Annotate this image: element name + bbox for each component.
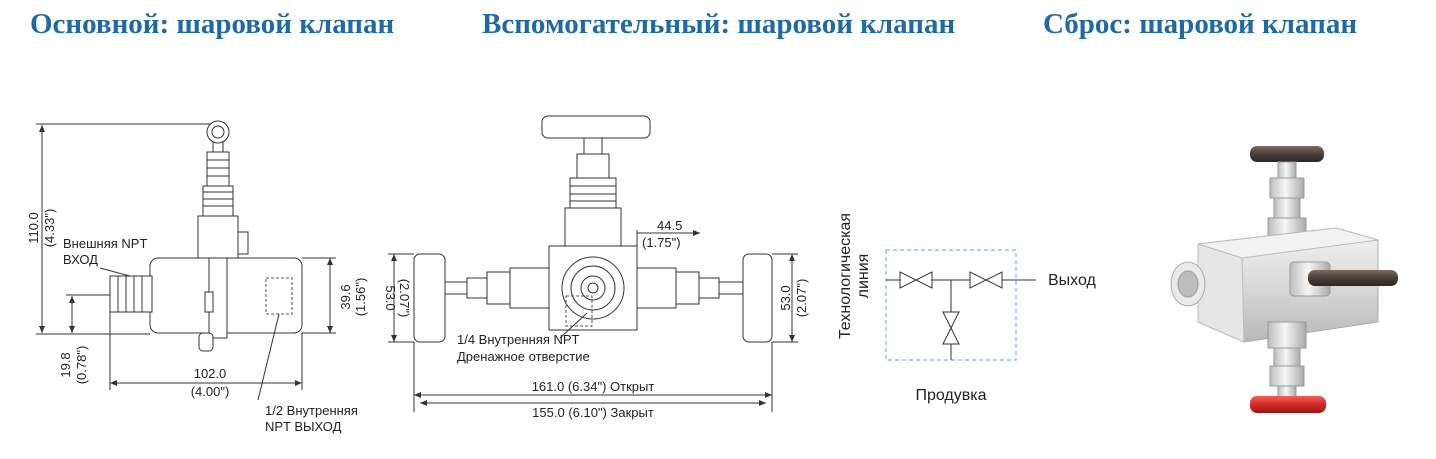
dim-right-in: (2.07") [794, 279, 809, 318]
t-handle-left [413, 253, 446, 343]
packing-nut [202, 185, 234, 217]
process-line-label1: Технологическая [837, 213, 854, 339]
title-auxiliary: Вспомогательный: шаровой клапан [482, 8, 956, 40]
dim-open: 161.0 (6.34") Открыт [532, 379, 655, 394]
dim-left-in: (2.07") [397, 279, 412, 318]
valve-3d-illustration [1170, 146, 1398, 413]
dim-side-in: (1.56") [353, 278, 368, 317]
dim-left-mm: 53.0 [383, 285, 398, 310]
handle-middle-dark [1308, 270, 1398, 286]
inlet-label-line1: Внешняя NPT [63, 236, 147, 251]
handle-top-dark [1250, 146, 1324, 162]
top-bonnet [564, 207, 622, 247]
dim-closed: 155.0 (6.10") Закрыт [532, 405, 654, 420]
outlet-label-line2: NPT ВЫХОД [265, 419, 342, 434]
dim-top-in: (1.75") [642, 235, 681, 250]
dim-height-mm: 110.0 [26, 212, 41, 244]
drain-label-line2: Дренажное отверстие [457, 349, 590, 364]
right-bonnet [636, 267, 677, 309]
drawing-main-valve: 110.0 (4.33") Внешняя NPT ВХОД 39.6 (1.5… [26, 120, 368, 434]
outlet-label-line1: 1/2 Внутренняя [265, 403, 358, 418]
dim-right-mm: 53.0 [778, 285, 793, 310]
dim-side-mm: 39.6 [338, 284, 353, 309]
top-nut [576, 153, 610, 179]
stem [206, 151, 230, 187]
title-main: Основной: шаровой клапан [30, 8, 395, 40]
valve-symbol-right [969, 271, 1003, 289]
drain-label-line1: 1/4 Внутренняя NPT [457, 332, 580, 347]
dim-top-mm: 44.5 [657, 218, 682, 233]
valve-symbol-left [899, 271, 933, 289]
purge-label: Продувка [915, 387, 986, 404]
bottom-knob [198, 332, 214, 352]
dim-width-in: (4.00") [191, 384, 230, 399]
bonnet [197, 215, 239, 259]
left-bonnet [509, 267, 550, 309]
dim-width-mm: 102.0 [194, 366, 227, 381]
t-handle-right [742, 253, 773, 343]
inlet-thread [109, 275, 153, 313]
handle-bottom-red [1250, 396, 1326, 413]
t-handle-top [541, 115, 651, 139]
dim-bottom-in: (0.78") [74, 346, 89, 385]
inlet-label-line2: ВХОД [63, 252, 98, 267]
drawing-front-view: 53.0 (2.07") 53.0 (2.07") 44.5 (1.75") 1… [383, 115, 809, 420]
dim-height-in: (4.33") [42, 209, 57, 248]
process-line-label2: линия [855, 254, 872, 299]
dim-bottom-mm: 19.8 [58, 352, 73, 377]
title-reset: Сброс: шаровой клапан [1043, 8, 1358, 40]
outlet-label: Выход [1048, 272, 1097, 289]
valve-symbol-bottom [942, 311, 960, 345]
schematic-diagram: Технологическая линия Выход Продувка [837, 213, 1097, 404]
